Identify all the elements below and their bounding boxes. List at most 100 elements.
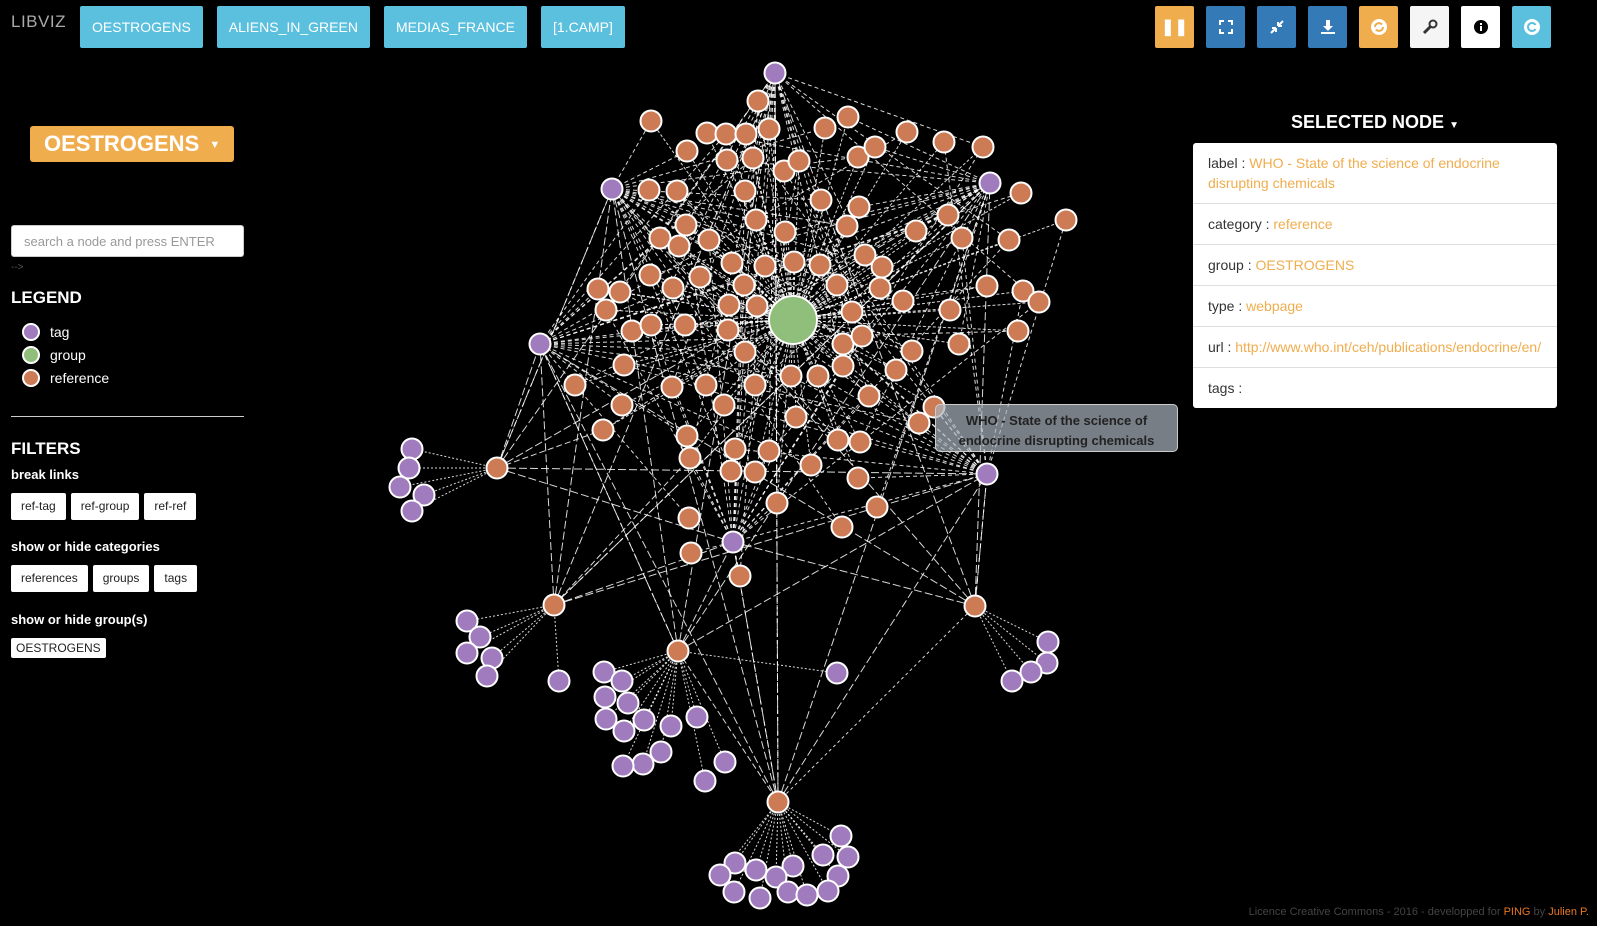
tag-node[interactable] — [397, 456, 421, 480]
reference-node[interactable] — [720, 251, 744, 275]
reference-node[interactable] — [782, 250, 806, 274]
reference-node[interactable] — [753, 254, 777, 278]
tag-node[interactable] — [708, 863, 732, 887]
reference-node[interactable] — [787, 149, 811, 173]
reference-node[interactable] — [757, 117, 781, 141]
reference-node[interactable] — [830, 515, 854, 539]
reference-node[interactable] — [997, 228, 1021, 252]
reference-node[interactable] — [694, 373, 718, 397]
tag-node[interactable] — [713, 750, 737, 774]
reference-node[interactable] — [610, 393, 634, 417]
reference-node[interactable] — [850, 324, 874, 348]
reference-node[interactable] — [825, 273, 849, 297]
tag-node[interactable] — [593, 685, 617, 709]
tag-node[interactable] — [592, 660, 616, 684]
reference-node[interactable] — [868, 276, 892, 300]
tag-node[interactable] — [659, 714, 683, 738]
reference-node[interactable] — [744, 208, 768, 232]
reference-node[interactable] — [741, 146, 765, 170]
reference-node[interactable] — [674, 213, 698, 237]
reference-node[interactable] — [779, 364, 803, 388]
reference-node[interactable] — [757, 439, 781, 463]
reference-node[interactable] — [608, 280, 632, 304]
reference-node[interactable] — [870, 255, 894, 279]
tag-node[interactable] — [610, 669, 634, 693]
selected-node-title[interactable]: SELECTED NODE ▼ — [1193, 112, 1557, 133]
reference-node[interactable] — [665, 179, 689, 203]
reference-node[interactable] — [638, 263, 662, 287]
compress-button[interactable] — [1257, 6, 1296, 48]
reference-node[interactable] — [563, 373, 587, 397]
reference-node[interactable] — [666, 639, 690, 663]
author-link[interactable]: Julien P. — [1548, 906, 1589, 918]
tag-node[interactable] — [829, 824, 853, 848]
nav-medias-france-button[interactable]: MEDIAS_FRANCE — [383, 6, 527, 48]
reference-node[interactable] — [639, 109, 663, 133]
tag-node[interactable] — [978, 171, 1002, 195]
reference-node[interactable] — [715, 148, 739, 172]
reference-node[interactable] — [847, 195, 871, 219]
reference-node[interactable] — [773, 220, 797, 244]
reference-node[interactable] — [808, 253, 832, 277]
refresh-button[interactable] — [1359, 6, 1398, 48]
reference-node[interactable] — [586, 277, 610, 301]
tag-node[interactable] — [722, 880, 746, 904]
search-input[interactable] — [11, 225, 244, 257]
reference-node[interactable] — [745, 294, 769, 318]
tag-node[interactable] — [764, 865, 788, 889]
download-button[interactable] — [1308, 6, 1347, 48]
tag-node[interactable] — [632, 708, 656, 732]
reference-node[interactable] — [733, 179, 757, 203]
node-url-link[interactable]: http://www.who.int/ceh/publications/endo… — [1235, 339, 1542, 355]
settings-button[interactable] — [1410, 6, 1449, 48]
reference-node[interactable] — [846, 466, 870, 490]
reference-node[interactable] — [743, 373, 767, 397]
tag-node[interactable] — [795, 883, 819, 907]
reference-node[interactable] — [675, 139, 699, 163]
reference-node[interactable] — [697, 228, 721, 252]
reference-node[interactable] — [1027, 290, 1051, 314]
pause-button[interactable]: ❚❚ — [1155, 6, 1194, 48]
reference-node[interactable] — [746, 89, 770, 113]
reference-node[interactable] — [732, 273, 756, 297]
nav-aliens-in-green-button[interactable]: ALIENS_IN_GREEN — [216, 6, 370, 48]
tag-node[interactable] — [723, 851, 747, 875]
ping-link[interactable]: PING — [1503, 906, 1531, 918]
reference-node[interactable] — [719, 459, 743, 483]
reference-node[interactable] — [673, 313, 697, 337]
reference-node[interactable] — [675, 424, 699, 448]
reference-node[interactable] — [734, 122, 758, 146]
tag-node[interactable] — [594, 707, 618, 731]
reference-node[interactable] — [1054, 208, 1078, 232]
tags-toggle[interactable]: tags — [154, 565, 198, 592]
tag-node[interactable] — [836, 845, 860, 869]
reference-node[interactable] — [865, 495, 889, 519]
reference-node[interactable] — [840, 300, 864, 324]
node-group-value[interactable]: OESTROGENS — [1255, 257, 1355, 273]
reference-node[interactable] — [936, 203, 960, 227]
tag-node[interactable] — [975, 462, 999, 486]
tag-node[interactable] — [816, 879, 840, 903]
nav-oestrogens-button[interactable]: OESTROGENS — [80, 6, 203, 48]
reference-node[interactable] — [620, 319, 644, 343]
ref-group-button[interactable]: ref-group — [70, 493, 140, 520]
tag-node[interactable] — [612, 719, 636, 743]
reference-node[interactable] — [688, 265, 712, 289]
reference-node[interactable] — [1011, 279, 1035, 303]
reference-node[interactable] — [846, 145, 870, 169]
tag-node[interactable] — [412, 483, 436, 507]
reference-node[interactable] — [485, 456, 509, 480]
reference-node[interactable] — [826, 428, 850, 452]
reference-node[interactable] — [813, 116, 837, 140]
reference-node[interactable] — [677, 506, 701, 530]
tag-node[interactable] — [400, 437, 424, 461]
ref-tag-button[interactable]: ref-tag — [11, 493, 66, 520]
reference-node[interactable] — [695, 121, 719, 145]
reference-node[interactable] — [712, 393, 736, 417]
reference-node[interactable] — [938, 298, 962, 322]
reference-node[interactable] — [853, 243, 877, 267]
tag-node[interactable] — [611, 754, 635, 778]
reference-node[interactable] — [806, 364, 830, 388]
reference-node[interactable] — [799, 453, 823, 477]
reference-node[interactable] — [733, 340, 757, 364]
